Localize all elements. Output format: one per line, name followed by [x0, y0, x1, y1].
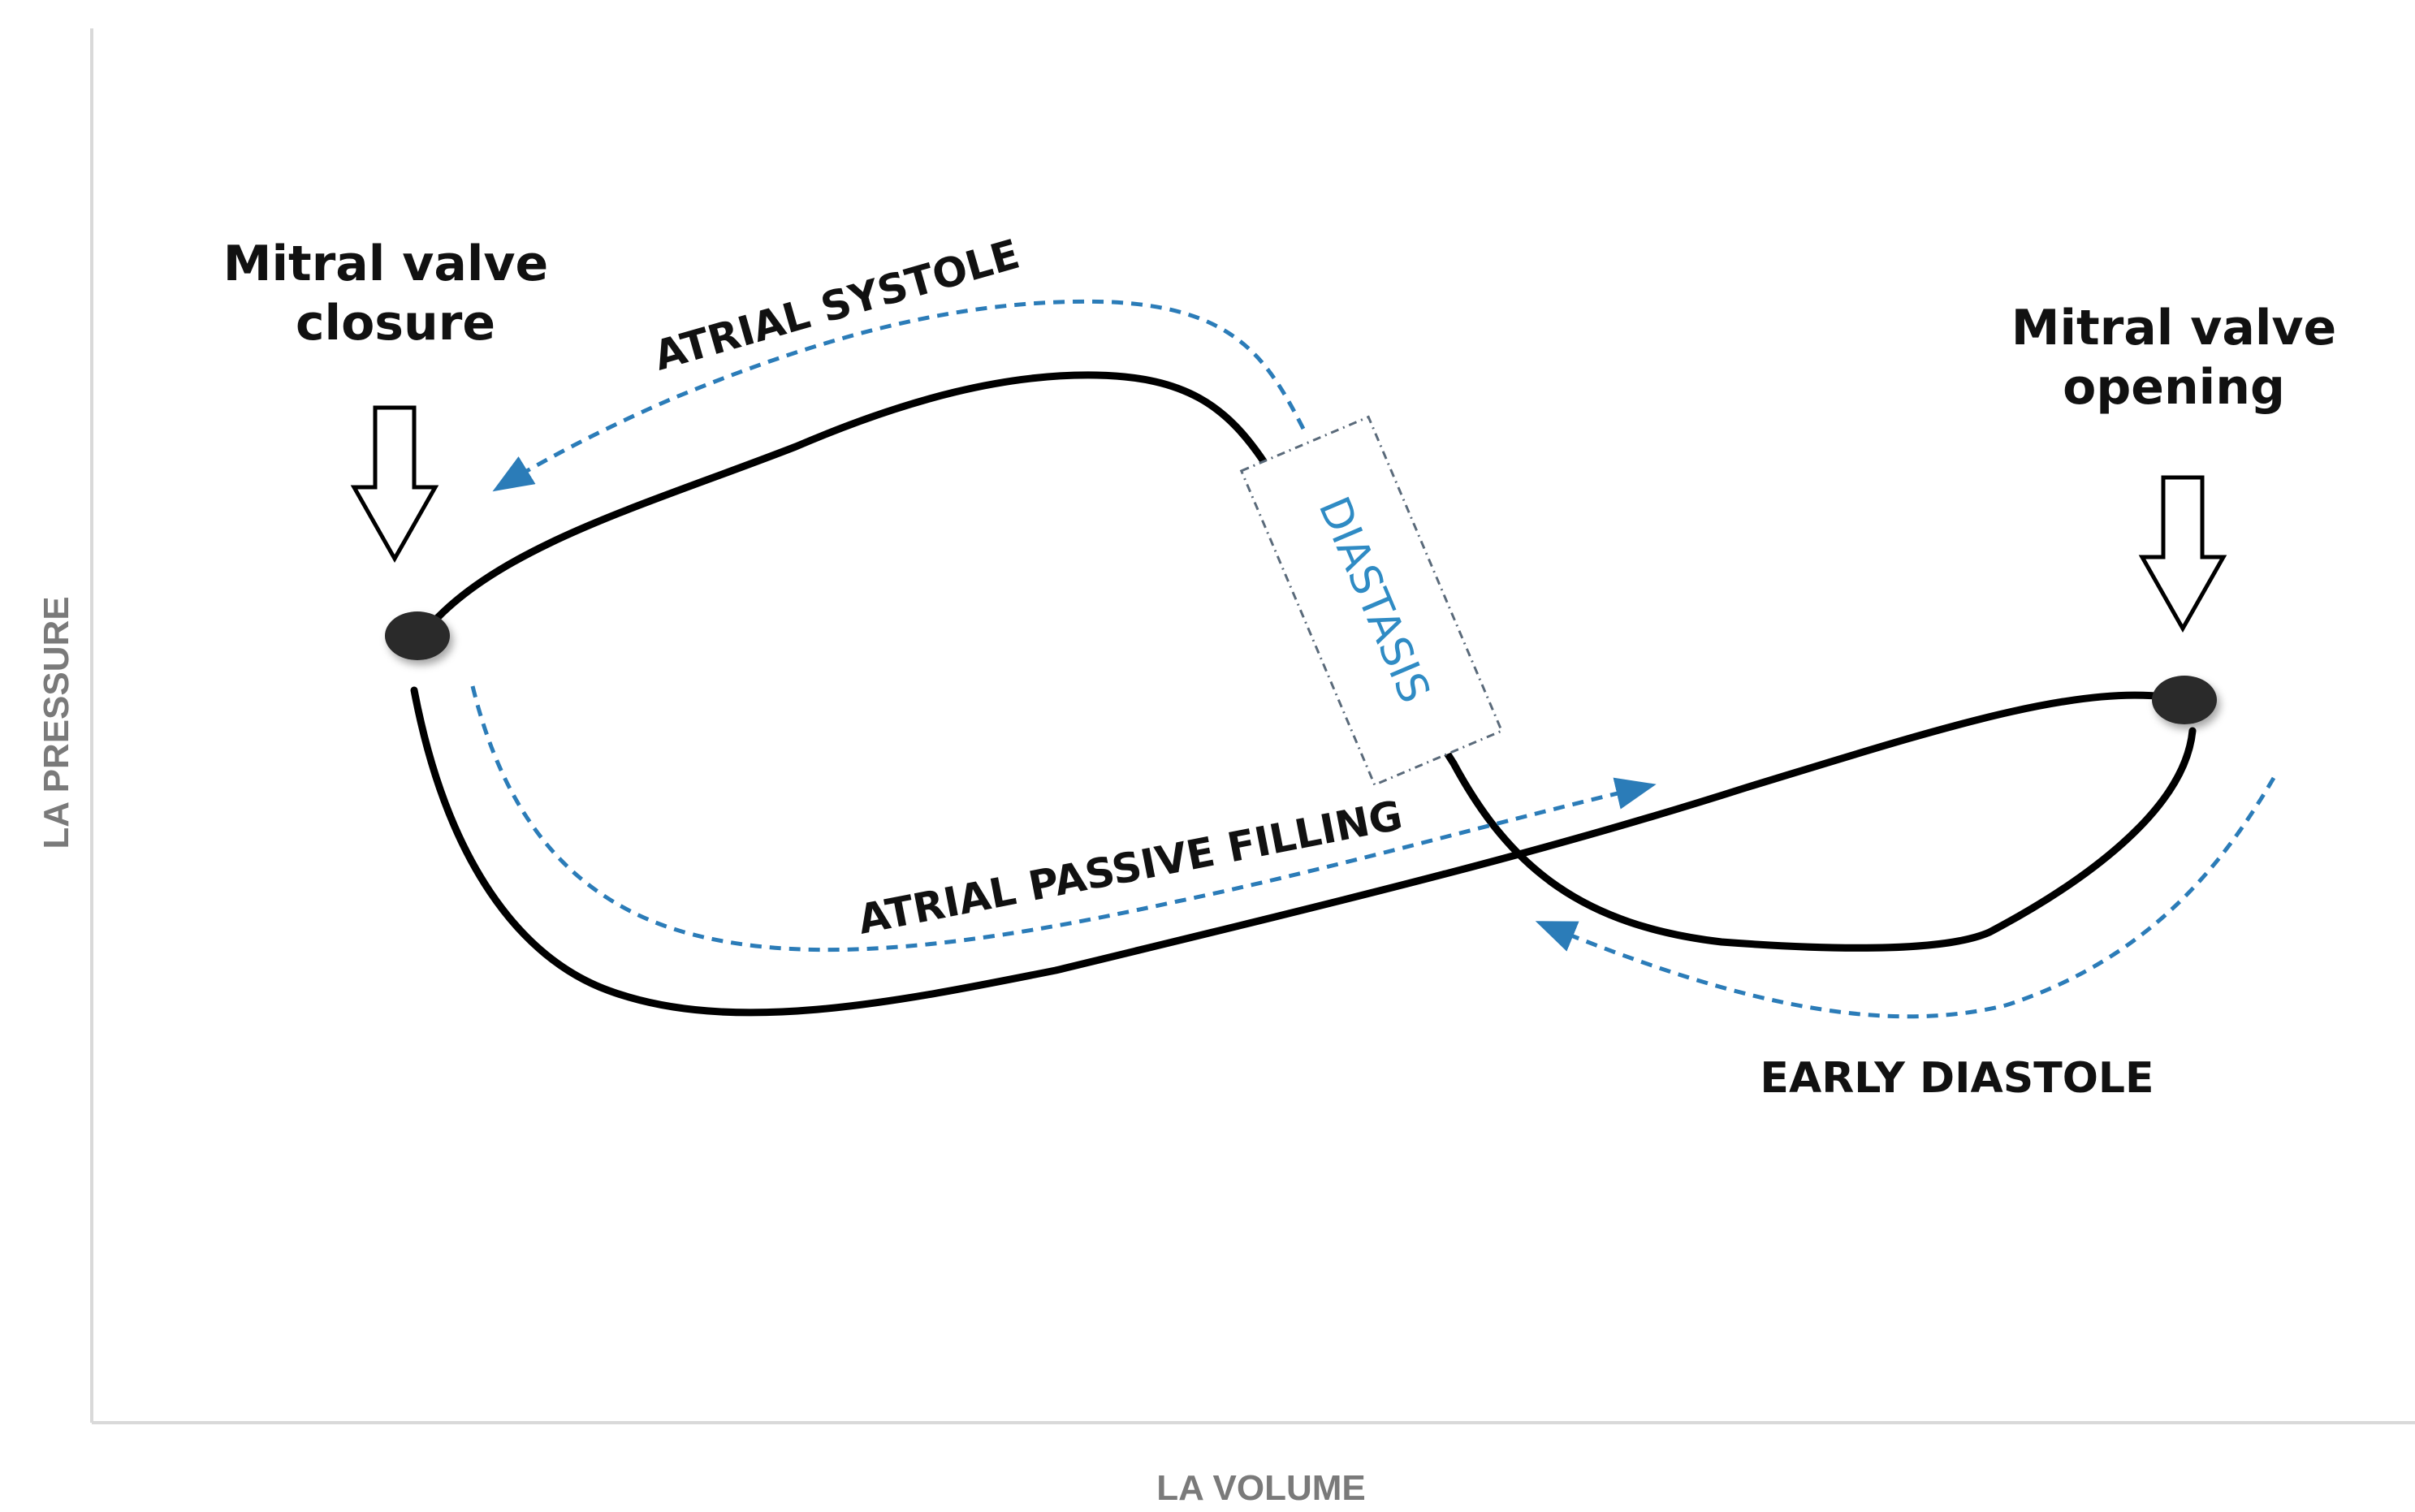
mitral-valve-closure-label-line2: closure — [296, 295, 495, 352]
y-axis-title: LA PRESSURE — [37, 596, 76, 849]
atrial-systole-arrow — [492, 299, 1306, 492]
mitral-valve-closure-label-line1: Mitral valve — [223, 235, 548, 292]
mitral-valve-opening-point — [2152, 676, 2217, 724]
mitral-valve-opening-label-line1: Mitral valve — [2011, 300, 2336, 356]
loop-early-diastole-segment — [1449, 727, 2197, 952]
x-axis-title: LA VOLUME — [1156, 1468, 1365, 1508]
passive-filling-arrow — [470, 685, 1657, 953]
atrial-systole-label: ATRIAL SYSTOLE — [649, 231, 1025, 380]
atrial-passive-filling-label: ATRIAL PASSIVE FILLING — [854, 792, 1406, 944]
early-diastole-arrow — [1535, 776, 2276, 1019]
early-diastole-label: EARLY DIASTOLE — [1760, 1054, 2154, 1103]
loop-upper-segment — [426, 371, 1268, 629]
diastasis-box: DIASTASIS — [1239, 415, 1504, 787]
closure-down-arrow-icon — [350, 405, 439, 564]
mitral-valve-opening-label-line2: opening — [2063, 359, 2285, 416]
loop-passive-filling-segment — [410, 686, 2180, 1017]
mitral-valve-closure-point — [385, 611, 450, 660]
opening-down-arrow-icon — [2138, 475, 2227, 633]
